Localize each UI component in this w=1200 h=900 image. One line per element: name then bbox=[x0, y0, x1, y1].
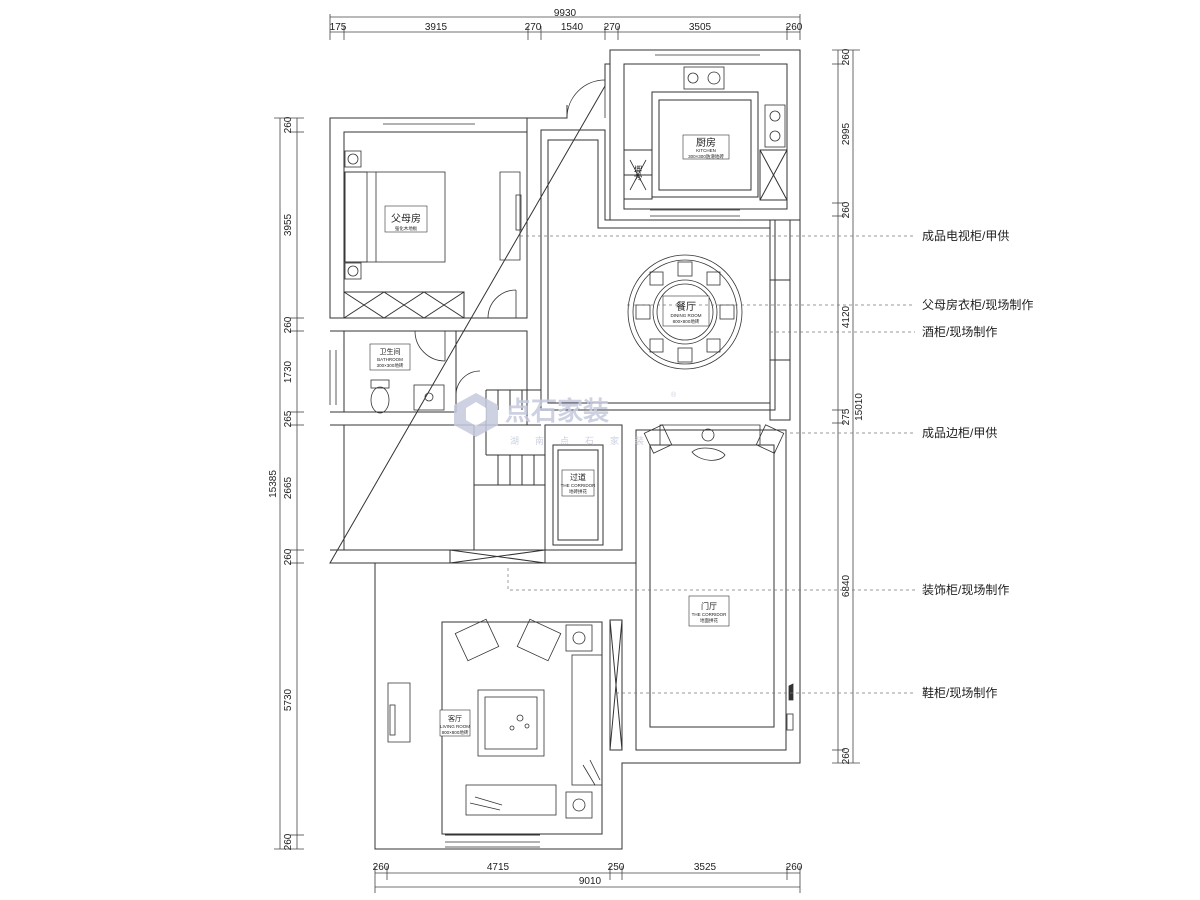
dim-left-seg: 3955 bbox=[283, 213, 294, 236]
room-label-parents-bedroom: 父母房 bbox=[391, 212, 421, 225]
watermark-sub-char: 南 bbox=[535, 435, 544, 446]
room-label-dining: 餐厅 bbox=[676, 300, 696, 313]
room-label-boxes bbox=[369, 134, 730, 737]
callout-shoe-cabinet: 鞋柜/现场制作 bbox=[922, 685, 997, 700]
room-floor-bathroom: 300×300地砖 bbox=[377, 362, 404, 369]
watermark-registered: ® bbox=[671, 391, 677, 399]
dim-left-seg: 260 bbox=[283, 548, 294, 565]
room-label-foyer: 门厅 bbox=[701, 601, 717, 611]
watermark-name: 点石家装 bbox=[505, 396, 609, 426]
room-label-corridor: 过道 bbox=[570, 472, 586, 482]
dim-bottom-seg: 260 bbox=[373, 862, 390, 873]
dim-right-seg: 260 bbox=[841, 48, 852, 65]
room-floor-corridor: 地砖拼花 bbox=[569, 488, 587, 495]
sofa-bottom bbox=[465, 784, 557, 816]
dim-left-seg: 260 bbox=[283, 316, 294, 333]
dim-left-seg: 260 bbox=[283, 116, 294, 133]
tv-cabinet bbox=[387, 682, 411, 743]
dim-bottom-seg: 260 bbox=[786, 862, 803, 873]
room-label-bathroom: 卫生间 bbox=[380, 347, 401, 356]
coffee-table bbox=[477, 689, 545, 757]
watermark-logo: 点石家装 ® 湖 南 点 石 家 装 bbox=[454, 391, 677, 446]
room-floor-parents-bedroom: 强化木地板 bbox=[395, 225, 418, 232]
dim-left-seg: 1730 bbox=[283, 360, 294, 383]
room-label-living: 客厅 bbox=[448, 714, 462, 723]
dim-left-seg: 5730 bbox=[283, 688, 294, 711]
armchair bbox=[516, 618, 562, 662]
watermark-sub-char: 家 bbox=[610, 435, 619, 446]
dim-left-seg: 265 bbox=[283, 410, 294, 427]
dim-top-seg: 175 bbox=[330, 22, 347, 33]
dim-top-seg: 1540 bbox=[561, 22, 584, 33]
room-en-kitchen: KITCHEN bbox=[696, 148, 716, 153]
dining-table bbox=[652, 279, 718, 345]
room-en-dining: DINING ROOM bbox=[671, 313, 702, 318]
room-en-living: LIVING ROOM bbox=[440, 724, 470, 729]
furniture bbox=[344, 66, 794, 819]
dimension-lines bbox=[274, 14, 860, 893]
dim-right-seg: 275 bbox=[841, 408, 852, 425]
dim-right-seg: 4120 bbox=[841, 305, 852, 328]
callout-wine-cabinet: 酒柜/现场制作 bbox=[922, 325, 997, 339]
dim-bottom-seg: 250 bbox=[608, 862, 625, 873]
room-floor-living: 800×800地砖 bbox=[442, 729, 469, 736]
dim-bottom-total: 9010 bbox=[579, 876, 602, 887]
room-floor-kitchen: 300×300防滑地砖 bbox=[688, 153, 724, 160]
dim-right-seg: 6840 bbox=[841, 574, 852, 597]
dim-left-seg: 260 bbox=[283, 833, 294, 850]
callout-leaders bbox=[507, 235, 915, 694]
room-en-corridor: THE CORRIDOR bbox=[561, 483, 597, 488]
room-labels: 父母房 强化木地板 卫生间 BATHROOM 300×300地砖 厨房 KITC… bbox=[377, 136, 727, 736]
kitchen-sink bbox=[683, 66, 725, 90]
dim-right-seg: 260 bbox=[841, 747, 852, 764]
callout-labels: 成品电视柜/甲供 父母房衣柜/现场制作 酒柜/现场制作 成品边柜/甲供 装饰柜/… bbox=[922, 228, 1033, 700]
side-cabinet bbox=[659, 424, 761, 446]
walls bbox=[329, 49, 801, 850]
doors bbox=[414, 79, 606, 396]
watermark-sub-char: 湖 bbox=[510, 436, 519, 446]
sofa bbox=[571, 654, 603, 786]
callout-decor-cabinet: 装饰柜/现场制作 bbox=[922, 583, 1009, 597]
room-floor-foyer: 地面拼花 bbox=[700, 617, 718, 624]
watermark-sub-char: 石 bbox=[585, 436, 594, 446]
watermark-sub-char: 点 bbox=[560, 436, 569, 446]
room-en-foyer: THE CORRIDOR bbox=[692, 612, 728, 617]
stove bbox=[764, 104, 786, 148]
room-en-bathroom: BATHROOM bbox=[377, 357, 403, 362]
dim-top-seg: 3915 bbox=[425, 22, 448, 33]
dim-right-seg: 2995 bbox=[841, 122, 852, 145]
dim-top-seg: 3505 bbox=[689, 22, 712, 33]
dim-bottom-seg: 3525 bbox=[694, 862, 717, 873]
dim-top-seg: 270 bbox=[525, 22, 542, 33]
fridge-label: 冰箱 bbox=[633, 165, 643, 181]
room-floor-dining: 800×800地砖 bbox=[673, 318, 700, 325]
dim-right-total: 15010 bbox=[854, 393, 865, 421]
dining-table-outer bbox=[627, 254, 743, 370]
callout-side-cabinet: 成品边柜/甲供 bbox=[922, 426, 997, 440]
dim-left-seg: 2665 bbox=[283, 476, 294, 499]
callout-tv-cabinet: 成品电视柜/甲供 bbox=[922, 228, 1009, 243]
room-label-kitchen: 厨房 bbox=[696, 136, 716, 149]
dim-left-total: 15385 bbox=[268, 470, 279, 498]
dimension-labels: 9930 175 3915 270 1540 270 3505 260 9010… bbox=[268, 8, 865, 887]
dim-right-seg: 260 bbox=[841, 201, 852, 218]
watermark-sub-char: 装 bbox=[635, 435, 644, 446]
windows bbox=[329, 49, 760, 848]
callout-parents-wardrobe: 父母房衣柜/现场制作 bbox=[922, 297, 1033, 312]
dim-bottom-seg: 4715 bbox=[487, 862, 510, 873]
dim-top-total: 9930 bbox=[554, 8, 577, 19]
wardrobe-panel bbox=[499, 171, 521, 261]
armchair bbox=[454, 618, 500, 662]
dim-top-seg: 270 bbox=[604, 22, 621, 33]
dim-top-seg: 260 bbox=[786, 22, 803, 33]
toilet bbox=[370, 386, 390, 414]
sink bbox=[413, 384, 445, 411]
